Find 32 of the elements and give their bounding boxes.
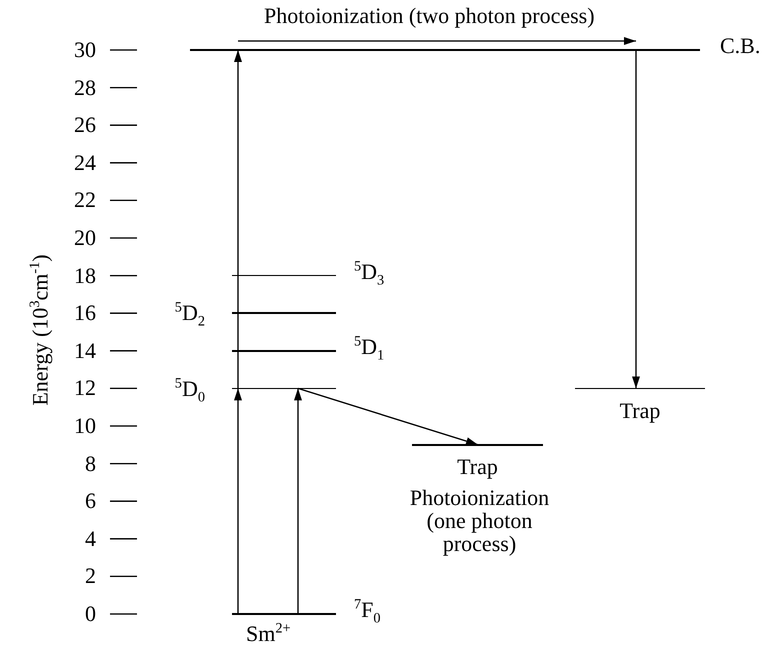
tick-label: 0 [85,602,96,626]
level-label: $^{7}$F$_{0}$ [354,599,381,622]
ion-label: Sm$^{2+}$ [246,622,291,646]
tick-label: 12 [74,376,96,400]
tick-label: 22 [74,188,96,212]
arrow [234,50,242,388]
level-label: $^{5}$D$_{3}$ [354,260,384,283]
tick-label: 18 [74,264,96,287]
level-label: $^{5}$D$_{1}$ [354,336,384,358]
level-label: $^{5}$D$_{2}$ [174,302,205,324]
arrow [294,388,302,614]
tick-label: 30 [74,38,96,62]
tick-label: 2 [85,564,96,588]
process-label: Photoionization (two photon process) [264,4,595,28]
tick-label: 6 [85,489,96,512]
level-label: Trap [457,456,498,478]
tick-label: 16 [74,301,96,324]
arrow [298,388,478,446]
arrow [234,388,242,614]
tick-label: 4 [85,526,96,550]
level-label: Trap [620,400,660,422]
arrow [632,50,640,388]
tick-label: 8 [85,452,96,475]
tick-label: 28 [74,76,96,99]
level-label: $^{5}$D$_{0}$ [174,378,205,400]
tick-label: 20 [74,226,96,250]
tick-label: 10 [74,414,96,438]
tick-label: 24 [74,150,96,174]
process-label: Photoionization (one photon process) [408,486,550,556]
tick-label: 26 [74,113,96,136]
level-label: C.B. [720,35,760,58]
tick-label: 14 [74,338,96,362]
